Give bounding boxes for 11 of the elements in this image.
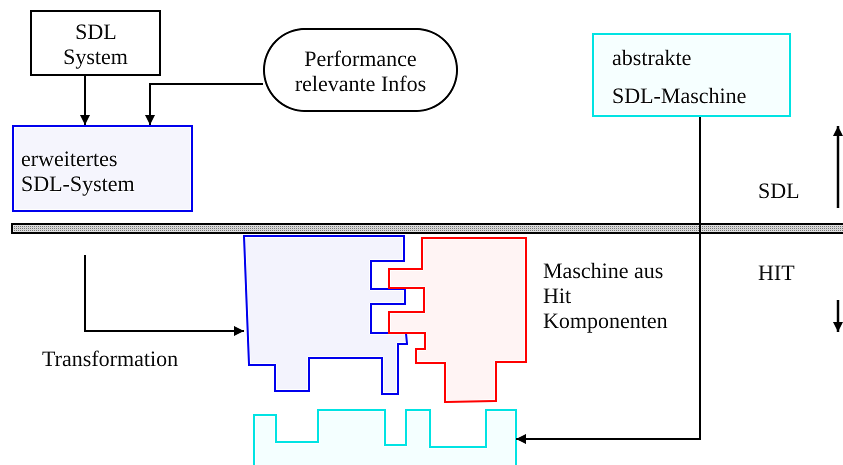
process-box: erweitertes SDL-System <box>12 125 193 212</box>
process-box: SDL System <box>30 10 161 76</box>
process-box: abstrakte SDL-Maschine <box>592 33 791 117</box>
layer-label: SDL <box>758 178 800 203</box>
arrow <box>84 255 244 336</box>
arrow <box>145 83 263 125</box>
terminal-shape: Performance relevante Infos <box>263 28 458 112</box>
arrow <box>80 76 90 125</box>
annotation-text: Maschine aus Hit Komponenten <box>543 258 669 333</box>
layer-label: HIT <box>758 260 795 285</box>
arrow <box>516 117 701 444</box>
